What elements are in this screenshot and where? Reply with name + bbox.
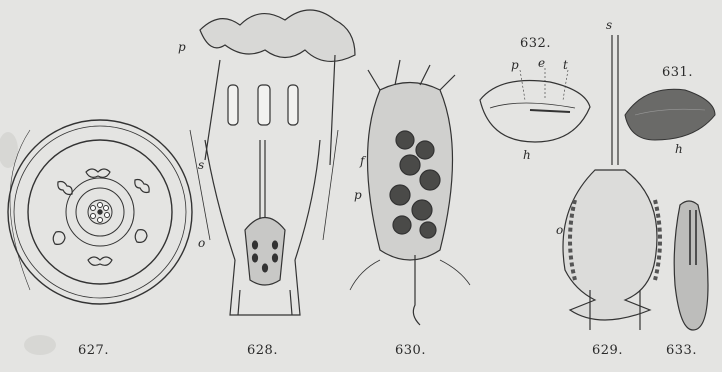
letter-o-627: o <box>198 236 205 250</box>
embryo-633 <box>674 201 708 330</box>
figure-number-633: 633. <box>666 343 697 358</box>
letter-e-632: e <box>538 56 545 70</box>
figure-number-628: 628. <box>247 343 278 358</box>
letter-f-630: f <box>360 154 364 168</box>
floral-diagram-627 <box>8 120 192 304</box>
figure-number-631: 631. <box>662 65 693 80</box>
seed-632 <box>480 68 590 142</box>
letter-s-629: s <box>606 18 612 32</box>
letter-p-630: p <box>354 188 362 202</box>
figure-number-629: 629. <box>592 343 623 358</box>
seed-631 <box>625 89 715 140</box>
figure-number-627: 627. <box>78 343 109 358</box>
figure-number-632: 632. <box>520 36 551 51</box>
letter-p-632: p <box>511 58 519 72</box>
flower-section-628 <box>190 10 355 315</box>
letter-t-632: t <box>563 58 568 72</box>
capsule-630 <box>350 60 470 325</box>
pistil-629 <box>563 35 660 330</box>
letter-o-629: o <box>556 223 563 237</box>
letter-p-628: p <box>178 40 186 54</box>
letter-h-632: h <box>523 148 531 162</box>
letter-s-628: s <box>198 158 204 172</box>
figure-number-630: 630. <box>395 343 426 358</box>
letter-h-631: h <box>675 142 683 156</box>
